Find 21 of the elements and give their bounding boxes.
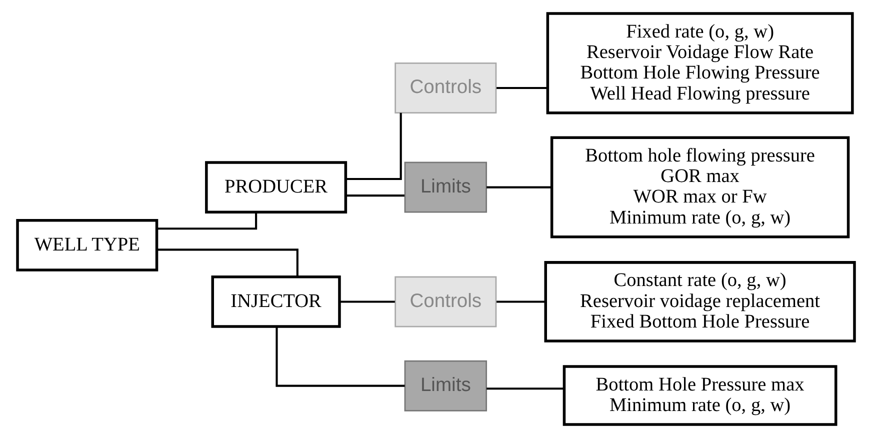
node-box: Constant rate (o, g, w) Reservoir voidage replacement Fixed Bottom Hole Pressure	[544, 261, 856, 342]
connector	[340, 300, 395, 303]
node-box: Bottom Hole Pressure max Minimum rate (o, g, w)	[562, 365, 838, 426]
node-box: Limits	[404, 162, 488, 213]
node-box: INJECTOR	[211, 276, 341, 328]
connector	[346, 112, 402, 180]
node-box: Bottom hole flowing pressure GOR max WOR max or Fw Minimum rate (o, g, w)	[550, 136, 850, 238]
node-box: PRODUCER	[205, 161, 348, 214]
connector	[156, 212, 258, 230]
node-box: Controls	[394, 62, 497, 114]
connector	[276, 326, 405, 387]
node-box: Controls	[394, 276, 497, 328]
connector	[496, 86, 548, 90]
connector	[486, 388, 564, 390]
connector	[346, 194, 404, 197]
connector	[157, 248, 298, 276]
node-box: WELL TYPE	[16, 219, 158, 272]
node-box: Limits	[404, 360, 488, 412]
connector	[486, 186, 552, 188]
connector	[496, 300, 546, 303]
node-box: Fixed rate (o, g, w) Reservoir Voidage Flow Rate Bottom Hole Flowing Pressure Well Head Flowing pressure	[546, 12, 854, 114]
